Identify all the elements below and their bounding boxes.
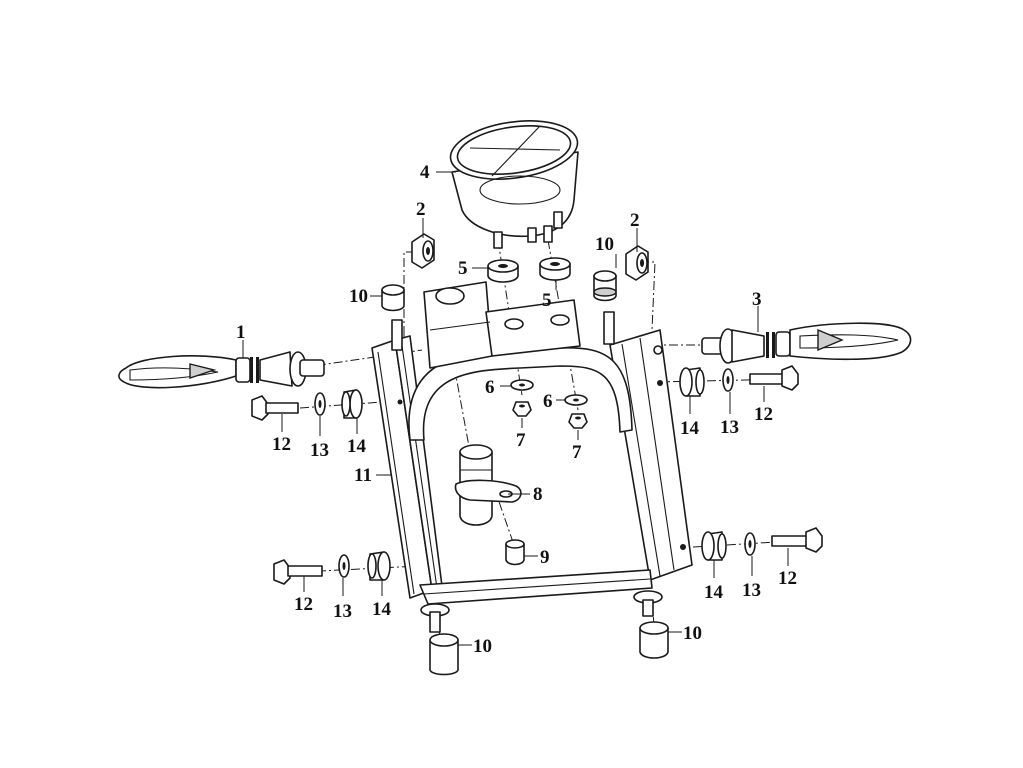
callout-3: 3 (752, 289, 762, 310)
flange-bolt-lower-left (273, 559, 323, 585)
callout-10-lower-left: 10 (473, 636, 492, 657)
callout-8: 8 (533, 484, 543, 505)
bushing-lower-right (701, 531, 727, 561)
washer-upper-right (722, 368, 734, 392)
flange-bolt-upper-left (251, 395, 299, 421)
bolt-small (505, 539, 525, 566)
callout-6-right: 6 (543, 391, 553, 412)
callout-14-upper-right: 14 (680, 418, 700, 439)
callout-1: 1 (236, 322, 246, 343)
callout-13-lower-left: 13 (333, 601, 352, 622)
bushing-lower-left (367, 551, 391, 581)
ignition-switch (454, 444, 522, 526)
washer-upper-left (314, 392, 326, 416)
callout-9: 9 (540, 547, 550, 568)
callout-11: 11 (354, 465, 372, 486)
callout-5-left: 5 (458, 258, 468, 279)
callout-10-upper-right: 10 (595, 234, 614, 255)
callout-13-lower-right: 13 (742, 580, 761, 601)
grommet-left (487, 259, 519, 283)
nut-small-right (568, 413, 588, 429)
bushing-upper-right (679, 367, 705, 397)
speedometer-gauge (449, 120, 579, 249)
washer-right (564, 394, 588, 406)
callout-13-upper-left: 13 (310, 440, 329, 461)
callout-10-upper-left: 10 (349, 286, 368, 307)
nut-small-left (512, 401, 532, 417)
callout-5-right: 5 (542, 290, 552, 311)
callout-12-upper-right: 12 (754, 404, 773, 425)
callout-6-left: 6 (485, 377, 495, 398)
grommet-right (539, 257, 571, 281)
turn-signal-right (701, 322, 912, 364)
callout-7-right: 7 (572, 442, 582, 463)
callout-14-lower-left: 14 (372, 599, 392, 620)
flange-bolt-upper-right (749, 365, 799, 391)
washer-lower-right (744, 532, 756, 556)
callout-13-upper-right: 13 (720, 417, 739, 438)
flange-nut-left (411, 233, 435, 269)
rubber-damper-lower-left (429, 633, 459, 676)
turn-signal-left (118, 351, 325, 389)
callout-labels: 1 2 2 3 4 5 5 6 6 7 7 8 9 10 10 10 10 11… (236, 162, 797, 657)
bushing-upper-left (341, 389, 363, 419)
callout-14-lower-right: 14 (704, 582, 724, 603)
callout-14-upper-left: 14 (347, 436, 367, 457)
rubber-damper-upper-right (593, 270, 617, 302)
callout-12-lower-right: 12 (778, 568, 797, 589)
rubber-damper-upper-left (381, 284, 405, 312)
callout-2-right: 2 (630, 210, 640, 231)
callout-leader-lines (242, 171, 789, 646)
callout-10-lower-right: 10 (683, 623, 702, 644)
callout-4: 4 (420, 162, 430, 183)
rubber-damper-lower-right (639, 621, 669, 659)
callout-12-upper-left: 12 (272, 434, 291, 455)
washer-left (510, 379, 534, 391)
washer-lower-left (338, 554, 350, 578)
flange-nut-right (625, 245, 649, 281)
flange-bolt-lower-right (771, 527, 823, 553)
callout-7-left: 7 (516, 430, 526, 451)
mounting-bracket (371, 281, 693, 633)
callout-2-left: 2 (416, 199, 426, 220)
callout-12-lower-left: 12 (294, 594, 313, 615)
